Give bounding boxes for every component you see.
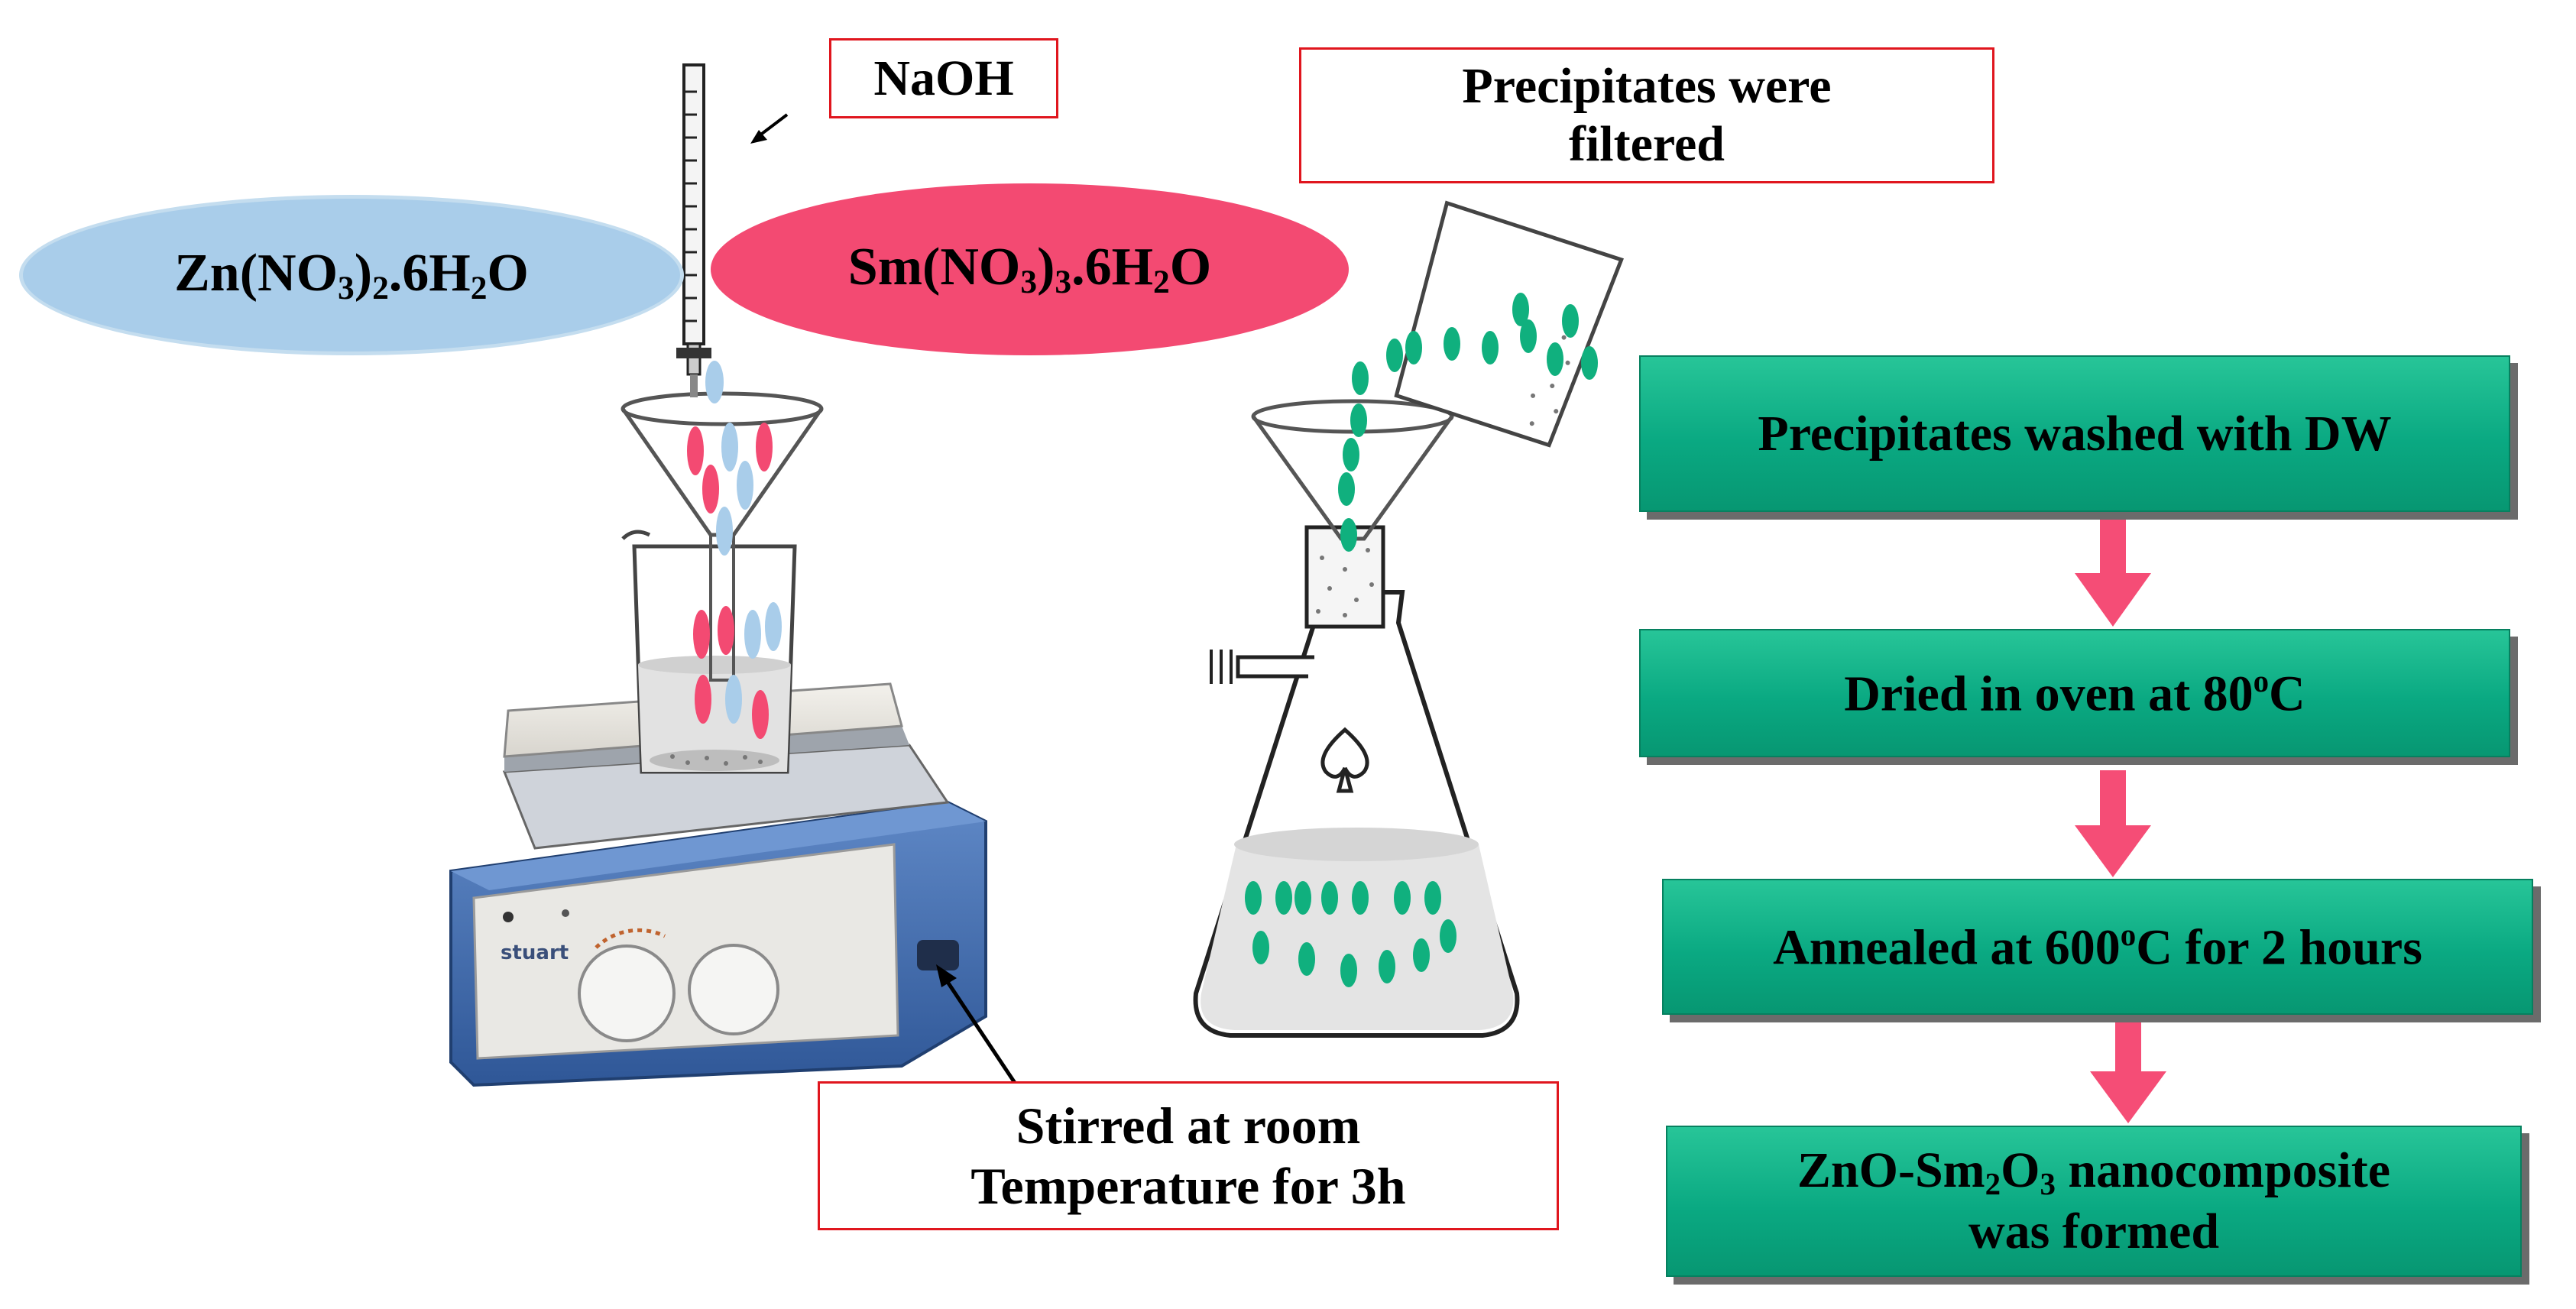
precursor-droplets <box>687 423 782 739</box>
reaction-beaker <box>621 530 797 774</box>
filtered-label: Precipitates were filtered <box>1299 47 1994 183</box>
sm-nitrate-formula: Sm(NO3)3.6H2O <box>847 238 1212 300</box>
step-annealed-text: Annealed at 600oC for 2 hours <box>1773 917 2422 976</box>
step-washed-text: Precipitates washed with DW <box>1758 405 2392 462</box>
step-arrow-1 <box>2075 518 2151 627</box>
filtered-text-line1: Precipitates were <box>1462 58 1832 115</box>
stirring-label: Stirred at room Temperature for 3h <box>818 1081 1559 1230</box>
step-arrow-3 <box>2090 1018 2166 1123</box>
step-annealed: Annealed at 600oC for 2 hours <box>1662 879 2533 1015</box>
precipitate-particles <box>1245 293 1598 987</box>
filtered-text-line2: filtered <box>1568 116 1725 172</box>
hotplate-stirrer: stuart <box>449 682 987 1087</box>
step-washed: Precipitates washed with DW <box>1639 355 2510 512</box>
stirring-text-line2: Temperature for 3h <box>970 1156 1406 1215</box>
zn-nitrate-oval: Zn(NO3)2.6H2O <box>19 195 684 355</box>
sm-nitrate-oval: Sm(NO3)3.6H2O <box>711 183 1349 355</box>
step-dried: Dried in oven at 80oC <box>1639 629 2510 757</box>
step-formed-text-line2: was formed <box>1968 1203 2220 1259</box>
step-arrow-2 <box>2075 770 2151 877</box>
step-dried-text: Dried in oven at 80oC <box>1844 663 2305 722</box>
naoh-arrow <box>750 113 789 144</box>
naoh-text: NaOH <box>873 50 1014 106</box>
filtration-flask <box>1193 399 1520 1038</box>
step-formed: ZnO-Sm2O3 nanocomposite was formed <box>1666 1126 2522 1277</box>
stuart-brand: stuart <box>501 941 569 964</box>
spade-icon <box>1320 727 1369 793</box>
hotplate-pointer-arrow <box>936 964 1019 1087</box>
step-formed-text-line1: ZnO-Sm2O3 nanocomposite <box>1797 1142 2391 1202</box>
zn-nitrate-formula: Zn(NO3)2.6H2O <box>174 243 529 306</box>
burette <box>676 63 724 403</box>
naoh-label: NaOH <box>829 38 1058 118</box>
stirring-text-line1: Stirred at room <box>1016 1097 1361 1155</box>
